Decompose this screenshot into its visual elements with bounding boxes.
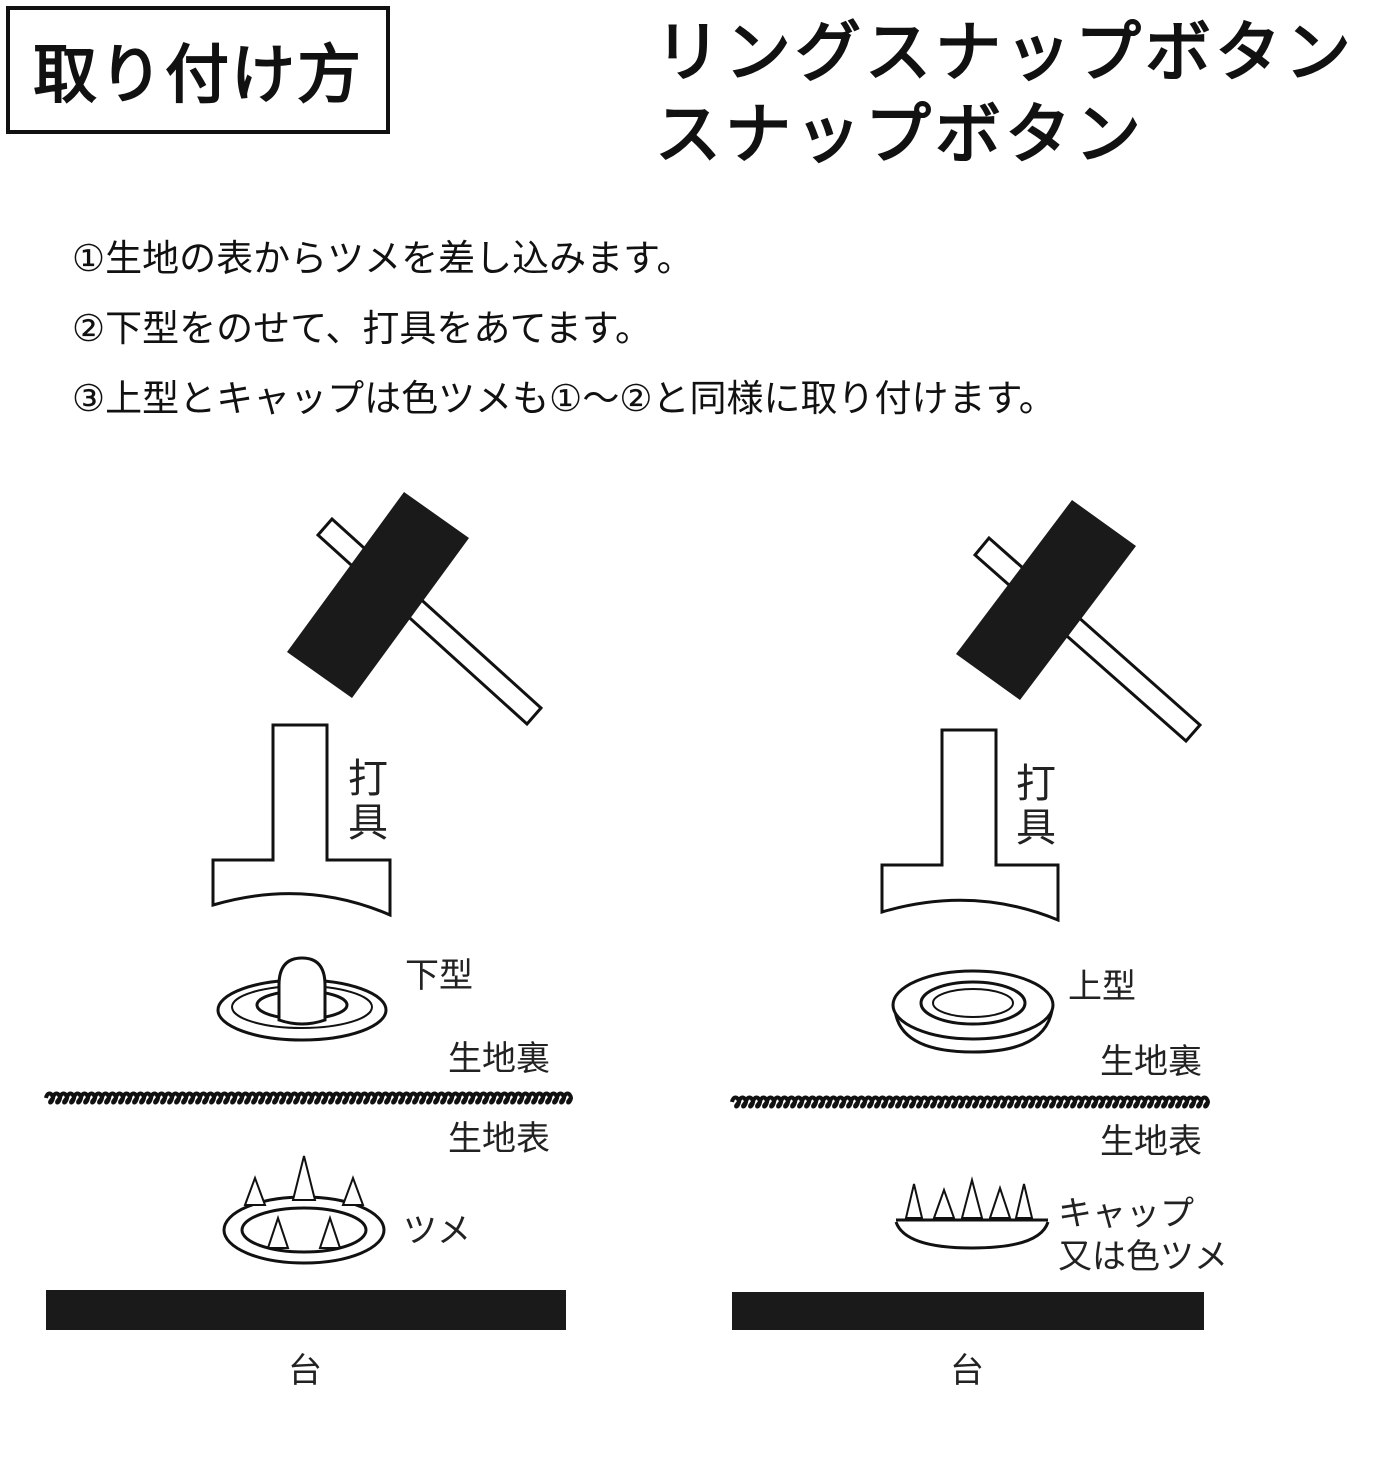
step-1: ①生地の表からツメを差し込みます。 <box>72 237 694 280</box>
cap-icon <box>894 1176 1050 1250</box>
svg-text:具: 具 <box>1016 805 1056 851</box>
left-tool-label-1: 打 <box>348 756 388 802</box>
left-tool-label-2: 具 <box>348 800 388 846</box>
left-mold-label: 下型 <box>405 956 473 996</box>
right-prong-label-1: キャップ <box>1058 1194 1194 1234</box>
prong-ring-icon <box>222 1155 386 1265</box>
hammer-icon <box>956 500 1203 744</box>
right-fabric-back-label: 生地裏 <box>1100 1042 1202 1082</box>
fabric-line <box>44 1091 574 1105</box>
right-prong-label-2: 又は色ツメ <box>1058 1237 1228 1277</box>
left-fabric-back-label: 生地裏 <box>448 1039 550 1079</box>
punch-tool-icon <box>211 723 392 918</box>
heading-snap: スナップボタン <box>655 96 1145 173</box>
fabric-line <box>730 1095 1211 1109</box>
lower-mold-icon <box>216 956 388 1042</box>
svg-text:具: 具 <box>348 800 388 846</box>
base-plate <box>46 1290 566 1330</box>
step-2: ②下型をのせて、打具をあてます。 <box>72 307 653 350</box>
page-title: 取り付け方 <box>33 39 363 113</box>
title-box: 取り付け方 <box>6 6 390 134</box>
punch-tool-icon <box>880 728 1060 923</box>
right-base-label: 台 <box>950 1351 984 1391</box>
right-fabric-front-label: 生地表 <box>1100 1122 1202 1162</box>
right-tool-label-1: 打 <box>1016 761 1056 807</box>
right-tool-label-2: 具 <box>1016 805 1056 851</box>
left-base-label: 台 <box>288 1351 322 1391</box>
tool-label-char-1: 打 <box>348 756 388 802</box>
svg-text:打: 打 <box>1016 761 1056 807</box>
right-panel: 打 具 上型 生地裏 生地表 キャップ 又は色ツメ 台 <box>730 500 1228 1391</box>
right-mold-label: 上型 <box>1068 967 1136 1007</box>
hammer-icon <box>287 492 544 727</box>
step-3: ③上型とキャップは色ツメも①〜②と同様に取り付けます。 <box>72 377 1056 420</box>
left-prong-label: ツメ <box>403 1211 471 1251</box>
upper-mold-icon <box>891 969 1055 1054</box>
base-plate <box>732 1292 1204 1330</box>
left-panel: 打 具 下型 生地裏 生地表 ツメ 台 <box>44 492 574 1391</box>
heading-ring-snap: リングスナップボタン <box>655 14 1355 91</box>
left-fabric-front-label: 生地表 <box>448 1119 550 1159</box>
